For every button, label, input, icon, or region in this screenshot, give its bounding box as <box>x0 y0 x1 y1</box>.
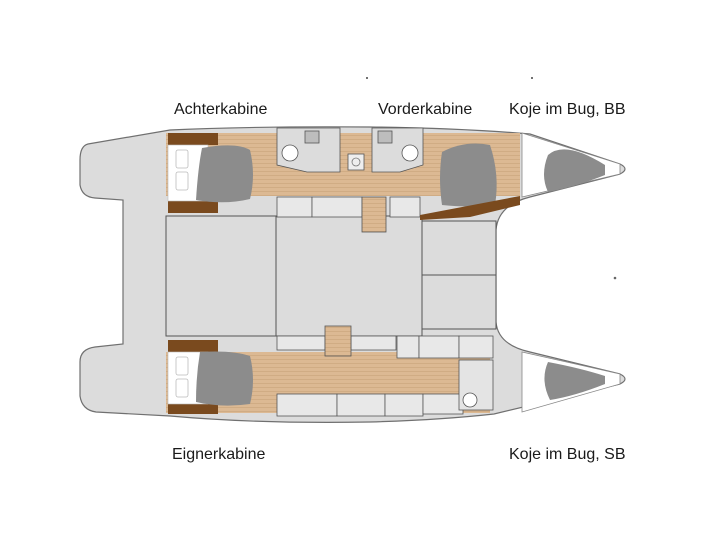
owner-cabin <box>167 340 253 414</box>
label-owner-cabin: Eignerkabine <box>172 446 266 463</box>
starboard-cabinets <box>276 325 494 417</box>
port-hull-floor <box>166 133 520 196</box>
bow-berth-port <box>521 132 621 198</box>
bow-berth-starboard <box>521 351 621 413</box>
bed-aft-port <box>196 145 253 203</box>
aft-cabin-port <box>167 133 253 213</box>
port-cabinets <box>276 196 421 233</box>
saloon <box>165 215 497 337</box>
stray-dot <box>531 77 533 79</box>
stray-dot <box>366 77 368 79</box>
label-aft-cabin: Achterkabine <box>174 101 268 118</box>
label-bow-berth-starboard: Koje im Bug, SB <box>509 446 626 463</box>
label-forward-cabin: Vorderkabine <box>378 101 473 118</box>
stray-dot <box>613 276 617 280</box>
label-bow-berth-port: Koje im Bug, BB <box>509 101 626 118</box>
bed-owner <box>196 351 253 406</box>
port-heads <box>276 127 424 173</box>
forward-cabin-port <box>420 143 520 220</box>
